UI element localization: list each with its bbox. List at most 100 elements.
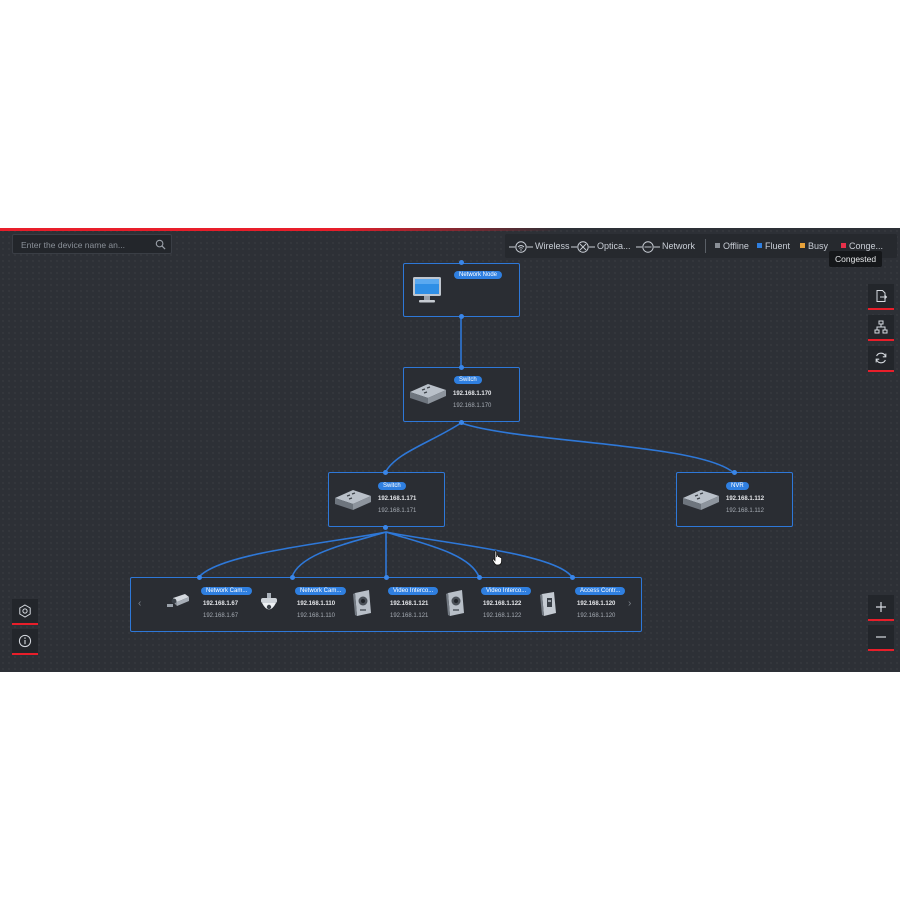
link-switch-nvr[interactable] bbox=[460, 422, 735, 474]
device-ip-secondary: 192.168.1.67 bbox=[203, 613, 239, 619]
zoom-out-icon bbox=[876, 636, 886, 638]
node-network-node[interactable]: Network Node bbox=[403, 263, 520, 317]
device-ip: 192.168.1.122 bbox=[483, 601, 522, 607]
link-switch2-device-5[interactable] bbox=[385, 531, 573, 578]
offline-swatch bbox=[715, 243, 720, 249]
node-ip-secondary: 192.168.1.170 bbox=[453, 403, 492, 409]
switch-icon bbox=[410, 384, 446, 404]
congested-tooltip: Congested bbox=[829, 251, 883, 267]
device-ip: 192.168.1.121 bbox=[390, 601, 429, 607]
node-label: Switch bbox=[454, 376, 482, 384]
anchor-device-3 bbox=[384, 575, 389, 580]
legend-offline: Offline bbox=[715, 234, 749, 258]
device-ip-secondary: 192.168.1.120 bbox=[577, 613, 616, 619]
node-ip: 192.168.1.112 bbox=[726, 496, 765, 502]
topology-icon bbox=[874, 320, 888, 334]
device-ip-secondary: 192.168.1.122 bbox=[483, 613, 522, 619]
device-ip-secondary: 192.168.1.110 bbox=[297, 613, 335, 619]
refresh-icon bbox=[875, 352, 887, 364]
top-accent-bar bbox=[0, 228, 560, 231]
device-label: Access Contr... bbox=[575, 587, 626, 595]
optical-link-icon bbox=[571, 240, 595, 253]
legend-offline-label: Offline bbox=[723, 241, 749, 251]
legend-congested: Conge... bbox=[841, 234, 883, 258]
node-switch-2[interactable]: Switch 192.168.1.171 192.168.1.171 bbox=[328, 472, 445, 527]
device-video-intercom-1[interactable]: Video Interco... 192.168.1.121 192.168.1… bbox=[346, 578, 439, 633]
anchor-switch-2-top bbox=[383, 470, 388, 475]
node-label: Network Node bbox=[454, 271, 503, 279]
anchor-device-2 bbox=[290, 575, 295, 580]
switch-icon bbox=[335, 490, 371, 510]
export-button[interactable] bbox=[868, 284, 894, 310]
anchor-switch-2-bottom bbox=[383, 525, 388, 530]
anchor-device-5 bbox=[570, 575, 575, 580]
topology-layout-button[interactable] bbox=[868, 315, 894, 341]
link-switch-switch2[interactable] bbox=[384, 422, 462, 474]
chevron-left-icon[interactable]: ‹ bbox=[138, 598, 142, 609]
bullet-camera-icon bbox=[167, 594, 189, 607]
anchor-switch-main-bottom bbox=[459, 420, 464, 425]
network-link-icon bbox=[636, 240, 660, 253]
device-ip: 192.168.1.110 bbox=[297, 601, 336, 607]
refresh-button[interactable] bbox=[868, 346, 894, 372]
node-ip-secondary: 192.168.1.112 bbox=[726, 508, 764, 514]
device-search-box[interactable] bbox=[12, 234, 172, 254]
node-nvr[interactable]: NVR 192.168.1.112 192.168.1.112 bbox=[676, 472, 793, 527]
legend-network-label: Network bbox=[662, 241, 696, 251]
legend-congested-label: Conge... bbox=[849, 241, 884, 251]
node-ip-secondary: 192.168.1.171 bbox=[378, 508, 417, 514]
anchor-switch-main-top bbox=[459, 365, 464, 370]
link-switch2-device-1[interactable] bbox=[198, 531, 387, 578]
zoom-out-button[interactable] bbox=[868, 625, 894, 651]
chevron-right-icon[interactable]: › bbox=[628, 598, 632, 609]
hand-cursor-icon bbox=[492, 550, 502, 566]
legend-wireless: Wireless bbox=[509, 234, 570, 258]
topology-links bbox=[198, 316, 735, 578]
device-label: Network Cam... bbox=[295, 587, 347, 595]
video-intercom-icon bbox=[353, 590, 371, 616]
legend-fluent-label: Fluent bbox=[765, 241, 791, 251]
info-icon bbox=[18, 634, 32, 648]
settings-button[interactable] bbox=[12, 599, 38, 625]
anchor-device-1 bbox=[197, 575, 202, 580]
node-ip: 192.168.1.170 bbox=[453, 391, 492, 397]
node-ip: 192.168.1.171 bbox=[378, 496, 417, 502]
link-switch2-device-4[interactable] bbox=[385, 531, 480, 578]
device-ip-secondary: 192.168.1.121 bbox=[390, 613, 429, 619]
legend-fluent: Fluent bbox=[757, 234, 790, 258]
legend-network: Network bbox=[636, 234, 695, 258]
legend-busy-label: Busy bbox=[808, 241, 829, 251]
device-ip: 192.168.1.67 bbox=[203, 601, 239, 607]
anchor-nvr-top bbox=[732, 470, 737, 475]
device-group[interactable]: ‹ › Network Cam... 192.168.1.67 192.168.… bbox=[130, 577, 642, 632]
device-search-input[interactable] bbox=[19, 237, 153, 253]
legend-wireless-label: Wireless bbox=[535, 241, 570, 251]
node-label: Switch bbox=[378, 482, 406, 490]
anchor-device-4 bbox=[477, 575, 482, 580]
zoom-in-icon bbox=[876, 602, 886, 612]
node-switch-main[interactable]: Switch 192.168.1.170 192.168.1.170 bbox=[403, 367, 520, 422]
video-intercom-icon bbox=[446, 590, 464, 616]
zoom-in-button[interactable] bbox=[868, 595, 894, 621]
device-ip: 192.168.1.120 bbox=[577, 601, 616, 607]
device-network-camera-1[interactable]: Network Cam... 192.168.1.67 192.168.1.67 bbox=[159, 578, 253, 633]
topology-canvas[interactable]: Wireless Optica... Network Offline F bbox=[0, 228, 900, 672]
link-switch2-device-2[interactable] bbox=[291, 531, 387, 578]
anchor-root-bottom bbox=[459, 314, 464, 319]
search-icon[interactable] bbox=[155, 239, 166, 250]
dome-camera-icon bbox=[261, 593, 277, 610]
busy-swatch bbox=[800, 243, 805, 249]
node-label: NVR bbox=[726, 482, 749, 490]
device-label: Network Cam... bbox=[201, 587, 253, 595]
device-network-camera-2[interactable]: Network Cam... 192.168.1.110 192.168.1.1… bbox=[253, 578, 347, 633]
device-video-intercom-2[interactable]: Video Interco... 192.168.1.122 192.168.1… bbox=[439, 578, 532, 633]
fluent-swatch bbox=[757, 243, 762, 249]
access-controller-icon bbox=[540, 592, 556, 616]
info-button[interactable] bbox=[12, 629, 38, 655]
legend-optical: Optica... bbox=[571, 234, 631, 258]
device-label: Video Interco... bbox=[481, 587, 532, 595]
wireless-link-icon bbox=[509, 240, 533, 253]
device-access-controller[interactable]: Access Contr... 192.168.1.120 192.168.1.… bbox=[533, 578, 626, 633]
congested-swatch bbox=[841, 243, 846, 249]
export-icon bbox=[876, 290, 888, 302]
